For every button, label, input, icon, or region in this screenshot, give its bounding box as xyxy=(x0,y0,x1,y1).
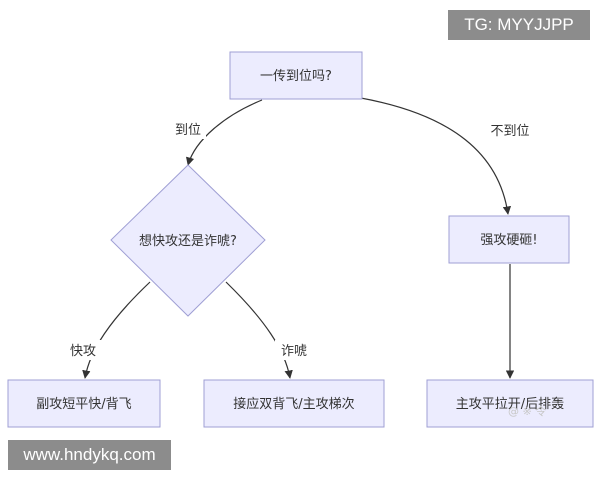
svg-text:一传到位吗?: 一传到位吗? xyxy=(260,69,332,84)
svg-text:快攻: 快攻 xyxy=(70,344,96,359)
edge-decision-to-quick xyxy=(82,281,151,379)
tg-badge: TG: MYYJJPP xyxy=(448,10,590,40)
edge-label-quick: 快攻 xyxy=(64,340,102,360)
svg-text:强攻硬砸!: 强攻硬砸! xyxy=(480,233,537,248)
svg-text:诈唬: 诈唬 xyxy=(281,344,307,359)
edge-label-bad: 不到位 xyxy=(484,120,536,140)
watermark: @ ※ 令 xyxy=(508,405,547,418)
url-badge: www.hndykq.com xyxy=(8,440,171,470)
node-feint: 接应双背飞/主攻梯次 xyxy=(203,379,385,428)
node-quick: 副攻短平快/背飞 xyxy=(7,379,161,428)
svg-text:副攻短平快/背飞: 副攻短平快/背飞 xyxy=(36,397,131,412)
edge-label-good: 到位 xyxy=(170,119,206,139)
node-main: 主攻平拉开/后排轰 xyxy=(426,379,594,428)
edge-decision-to-feint xyxy=(225,281,293,379)
svg-text:到位: 到位 xyxy=(175,123,201,138)
node-start: 一传到位吗? xyxy=(229,51,363,100)
svg-text:不到位: 不到位 xyxy=(490,124,529,139)
node-hard-attack: 强攻硬砸! xyxy=(448,215,570,264)
svg-text:想快攻还是诈唬?: 想快攻还是诈唬? xyxy=(139,233,237,249)
edge-start-to-decision xyxy=(186,99,263,166)
edge-start-to-hard-attack xyxy=(334,93,512,215)
svg-text:主攻平拉开/后排轰: 主攻平拉开/后排轰 xyxy=(456,396,564,412)
node-decision: 想快攻还是诈唬? xyxy=(110,164,266,317)
edge-label-feint: 诈唬 xyxy=(275,340,313,360)
svg-text:接应双背飞/主攻梯次: 接应双背飞/主攻梯次 xyxy=(233,396,354,412)
